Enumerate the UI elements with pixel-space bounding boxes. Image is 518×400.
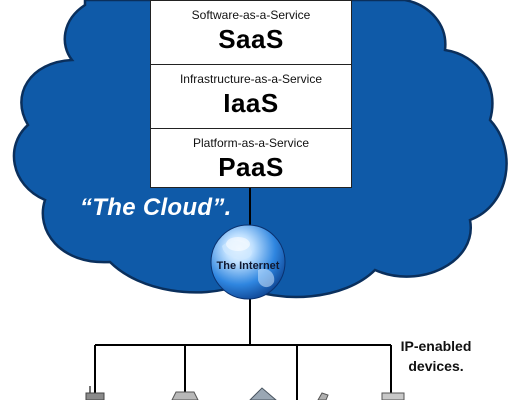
- cloud-title: “The Cloud”.: [80, 194, 232, 221]
- layer-name: Software-as-a-Service: [191, 8, 311, 22]
- layer-name: Platform-as-a-Service: [192, 136, 310, 150]
- printer-icon: [171, 391, 199, 400]
- laptop-icon: [249, 387, 277, 400]
- devices-label: IP-enabled devices.: [400, 338, 472, 374]
- layer-iaas: Infrastructure-as-a-Service IaaS: [151, 65, 351, 129]
- layer-name: Infrastructure-as-a-Service: [179, 72, 323, 86]
- globe-icon: [210, 224, 286, 300]
- layer-saas: Software-as-a-Service SaaS: [151, 1, 351, 65]
- layer-abbr: IaaS: [223, 88, 279, 118]
- internet-label: The Internet: [216, 260, 280, 272]
- service-stack: Software-as-a-Service SaaS Infrastructur…: [150, 0, 352, 188]
- router-icon: [85, 386, 105, 400]
- layer-paas: Platform-as-a-Service PaaS: [151, 129, 351, 188]
- computer-icon: [381, 392, 405, 400]
- layer-abbr: PaaS: [218, 152, 284, 182]
- layer-abbr: SaaS: [218, 24, 284, 54]
- monitor-icon: [317, 392, 329, 400]
- network-lines: [94, 298, 392, 400]
